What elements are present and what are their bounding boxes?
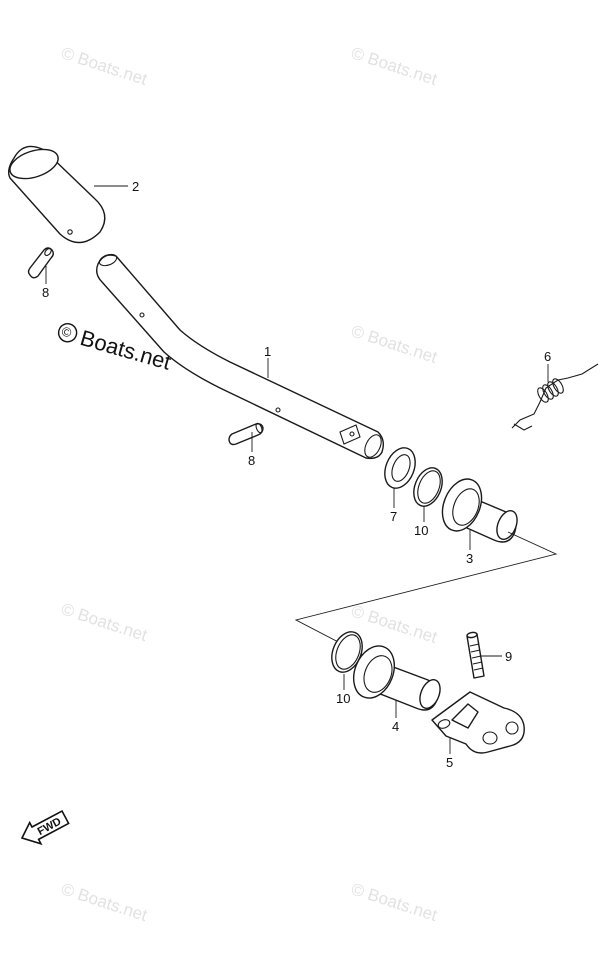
watermark-text: © Boats.net (59, 43, 150, 89)
part-10-o-ring-upper (413, 467, 443, 507)
watermark-bottom-left: © Boats.net (59, 879, 150, 925)
watermark-lower-right: © Boats.net (349, 601, 440, 647)
part-5-bracket (431, 691, 525, 754)
callout-6: 6 (544, 349, 551, 364)
leader-lines (45, 185, 549, 754)
watermark-text: © Boats.net (349, 601, 440, 647)
forward-arrow-icon (20, 809, 70, 846)
callout-1: 1 (264, 344, 271, 359)
watermark-lower-left: © Boats.net (59, 599, 150, 645)
watermark-top-left: © Boats.net (59, 43, 150, 89)
watermark-top-right: © Boats.net (349, 43, 440, 89)
part-1-lever-rod (95, 253, 385, 460)
forward-direction-badge: FWD (20, 809, 70, 846)
part-7-washer (384, 447, 416, 489)
forward-label: FWD (36, 816, 64, 838)
callout-8-lower: 8 (248, 453, 255, 468)
part-2-grip (7, 145, 106, 244)
watermark-text: © Boats.net (349, 879, 440, 925)
part-3-bushing (441, 478, 518, 543)
copyright-circle-icon (57, 323, 78, 343)
callout-4: 4 (392, 719, 399, 734)
callout-3: 3 (466, 551, 473, 566)
watermark-text: © Boats.net (349, 43, 440, 89)
callout-9: 9 (505, 649, 512, 664)
part-10-o-ring-lower (331, 631, 363, 673)
watermark-text: © Boats.net (59, 599, 150, 645)
callouts: 2 8 1 8 7 10 3 6 9 10 4 5 (42, 179, 551, 770)
callout-5: 5 (446, 755, 453, 770)
part-9-roll-pin (466, 631, 485, 679)
watermark-bottom-right: © Boats.net (349, 879, 440, 925)
part-8-pin-upper (27, 247, 54, 279)
watermark-text: © Boats.net (59, 879, 150, 925)
watermark-text: © Boats.net (349, 321, 440, 367)
callout-10-upper: 10 (414, 523, 428, 538)
part-4-bushing (352, 645, 441, 711)
part-6-spring (511, 363, 599, 431)
copyright-symbol: © (60, 323, 74, 340)
callout-7: 7 (390, 509, 397, 524)
callout-10-lower: 10 (336, 691, 350, 706)
watermark-middle-right: © Boats.net (349, 321, 440, 367)
callout-2: 2 (132, 179, 139, 194)
callout-8-upper: 8 (42, 285, 49, 300)
part-8-pin-lower (228, 422, 264, 446)
